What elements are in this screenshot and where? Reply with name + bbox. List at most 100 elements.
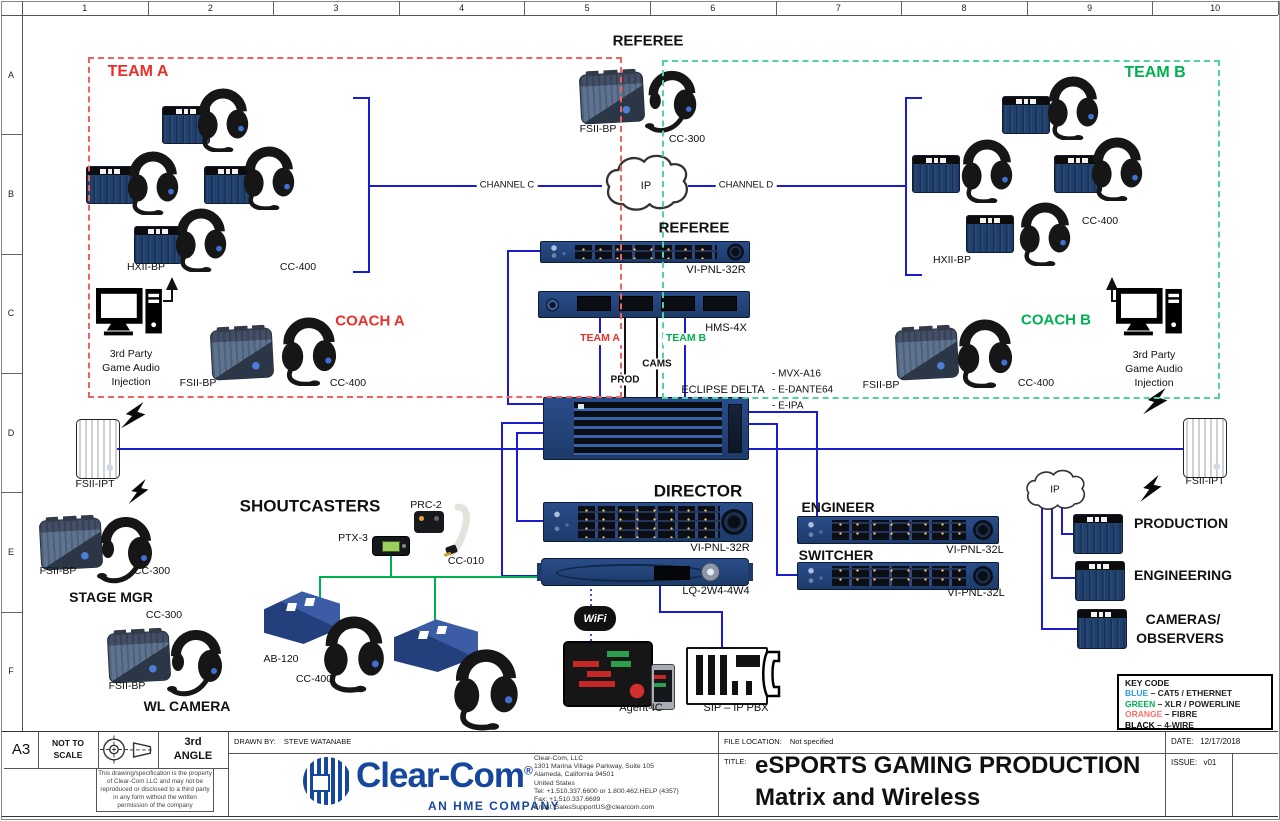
fsii-bp-beltpack	[209, 327, 275, 381]
scale-note: NOT TO SCALE	[52, 738, 84, 760]
drawing-title-line2: Matrix and Wireless	[755, 784, 981, 811]
label-injection-a: Injection	[111, 376, 151, 389]
ruler-col-8: 8	[961, 2, 967, 13]
ruler-row-F: F	[8, 666, 14, 677]
angle-line2: ANGLE	[173, 749, 213, 762]
vi-pnl-32r-referee-panel	[540, 241, 750, 263]
company-address-line: Tel: +1.510.337.6600 or 1.800.462.HELP (…	[534, 787, 679, 795]
file-location-value: Not specified	[789, 737, 834, 746]
cc-400-headset	[280, 308, 338, 386]
label-cameras: CAMERAS/	[1145, 611, 1221, 628]
label-team-a-port: TEAM A	[577, 332, 623, 345]
key-code-entry-orange: ORANGE – FIBRE	[1125, 709, 1198, 720]
fsii-bp-beltpack	[578, 71, 646, 125]
cc-300-headset	[166, 617, 226, 699]
ruler-col-4: 4	[459, 2, 465, 13]
label-fsii-bp-stage: FSII-BP	[39, 565, 77, 578]
label-fsii-bp-coach-a: FSII-BP	[179, 377, 217, 390]
label-team-b: TEAM B	[1124, 64, 1186, 82]
label-channel-d: CHANNEL D	[715, 180, 777, 192]
cc-400-headset	[452, 634, 520, 734]
label-cc400-team-b: CC-400	[1081, 215, 1119, 228]
hxii-bp-beltpack	[1077, 609, 1127, 649]
game-pc-icon	[1116, 288, 1184, 346]
date-value: 12/17/2018	[1200, 737, 1241, 746]
label-mvx-a16: - MVX-A16	[772, 368, 821, 380]
label-director: DIRECTOR	[653, 481, 743, 501]
label-agent-ic: Agent-IC	[619, 701, 663, 714]
label-injection-b: Injection	[1134, 377, 1174, 390]
wifi-label: WiFi	[583, 612, 607, 625]
label-prc-2: PRC-2	[410, 499, 442, 512]
company-address-line: United States	[534, 779, 575, 787]
ruler-row-A: A	[7, 69, 14, 80]
file-location-label: FILE LOCATION:	[724, 737, 782, 746]
label-fsii-bp-wl: FSII-BP	[108, 680, 146, 693]
angle-line1: 3rd	[184, 735, 202, 748]
drawing-title-line1: eSPORTS GAMING PRODUCTION	[755, 752, 1141, 779]
hxii-bp-beltpack	[1075, 561, 1125, 601]
label-sip-ip-pbx: SIP – IP PBX	[703, 701, 769, 714]
ruler-col-1: 1	[82, 2, 88, 13]
drawn-by: DRAWN BY: STEVE WATANABE	[234, 737, 351, 746]
cc-010-earpiece	[444, 503, 472, 559]
wifi-icon: WiFi	[574, 606, 616, 631]
ptx-3-device	[372, 536, 410, 556]
label-cc300-wl: CC-300	[145, 609, 183, 622]
label-game-audio-a: Game Audio	[102, 362, 160, 375]
fsii-ipt-transceiver	[1183, 418, 1227, 478]
ruler-col-2: 2	[207, 2, 213, 13]
issue-label: ISSUE:	[1171, 758, 1198, 767]
third-angle-projection-icon	[100, 735, 155, 764]
drawn-by-label: DRAWN BY:	[234, 737, 276, 746]
cc-400-headset	[242, 138, 296, 210]
label-vi-pnl-32l-switcher: VI-PNL-32L	[947, 586, 1005, 599]
label-cc300-stage: CC-300	[133, 565, 171, 578]
file-location: FILE LOCATION: Not specified	[724, 737, 833, 746]
label-vi-pnl-32l-engineer: VI-PNL-32L	[946, 543, 1004, 556]
label-coach-a: COACH A	[335, 312, 405, 330]
label-cams: CAMS	[639, 358, 675, 370]
cc-400-headset	[956, 310, 1014, 388]
legal-text: This drawing/specification is the proper…	[98, 770, 212, 809]
label-hxii-bp-team-a: HXII-BP	[127, 261, 165, 274]
label-cc400-coach-b: CC-400	[1017, 377, 1055, 390]
label-cc400-team-a: CC-400	[279, 261, 317, 274]
legal-notice: This drawing/specification is the proper…	[96, 768, 214, 812]
vi-pnl-32r-director-panel	[543, 502, 753, 542]
cc-400-headset	[1018, 194, 1072, 266]
ruler-col-6: 6	[710, 2, 716, 13]
label-lq-2w4-4w4: LQ-2W4-4W4	[682, 584, 750, 597]
label-production: PRODUCTION	[1133, 515, 1229, 532]
ruler-row-E: E	[7, 546, 14, 557]
label-ab-120: AB-120	[263, 653, 299, 666]
label-team-a: TEAM A	[107, 63, 169, 81]
sheet-size: A3	[11, 741, 31, 758]
label-fsii-ipt-right: FSII-IPT	[1185, 475, 1225, 488]
game-pc-icon	[96, 288, 164, 346]
issue-value: v01	[1203, 758, 1217, 767]
cc-300-headset	[644, 58, 700, 136]
company-address-line: Fax: +1.510.337.6699	[534, 796, 601, 804]
ruler-col-7: 7	[835, 2, 841, 13]
telephone-handset-icon	[762, 650, 781, 698]
hxii-bp-beltpack	[204, 166, 252, 204]
ruler-left-border	[22, 1, 23, 731]
company-address-line: 1301 Marina Village Parkway, Suite 105	[534, 763, 654, 771]
hxii-bp-beltpack	[86, 166, 134, 204]
label-engineer: ENGINEER	[801, 499, 875, 516]
hxii-bp-beltpack	[912, 155, 960, 193]
label-observers: OBSERVERS	[1136, 630, 1224, 647]
registered-mark: ®	[523, 763, 533, 778]
ruler-row-B: B	[7, 188, 14, 199]
label-ptx-3: PTX-3	[338, 532, 368, 545]
hxii-bp-beltpack	[1002, 96, 1050, 134]
company-address-line: Alameda, California 94501	[534, 771, 615, 779]
label-shoutcasters: SHOUTCASTERS	[239, 496, 381, 516]
label-vi-pnl-32r-director: VI-PNL-32R	[690, 541, 750, 554]
ruler-col-10: 10	[1210, 2, 1221, 13]
ruler-col-9: 9	[1087, 2, 1093, 13]
lq-2w4-4w4-interface	[537, 558, 749, 586]
